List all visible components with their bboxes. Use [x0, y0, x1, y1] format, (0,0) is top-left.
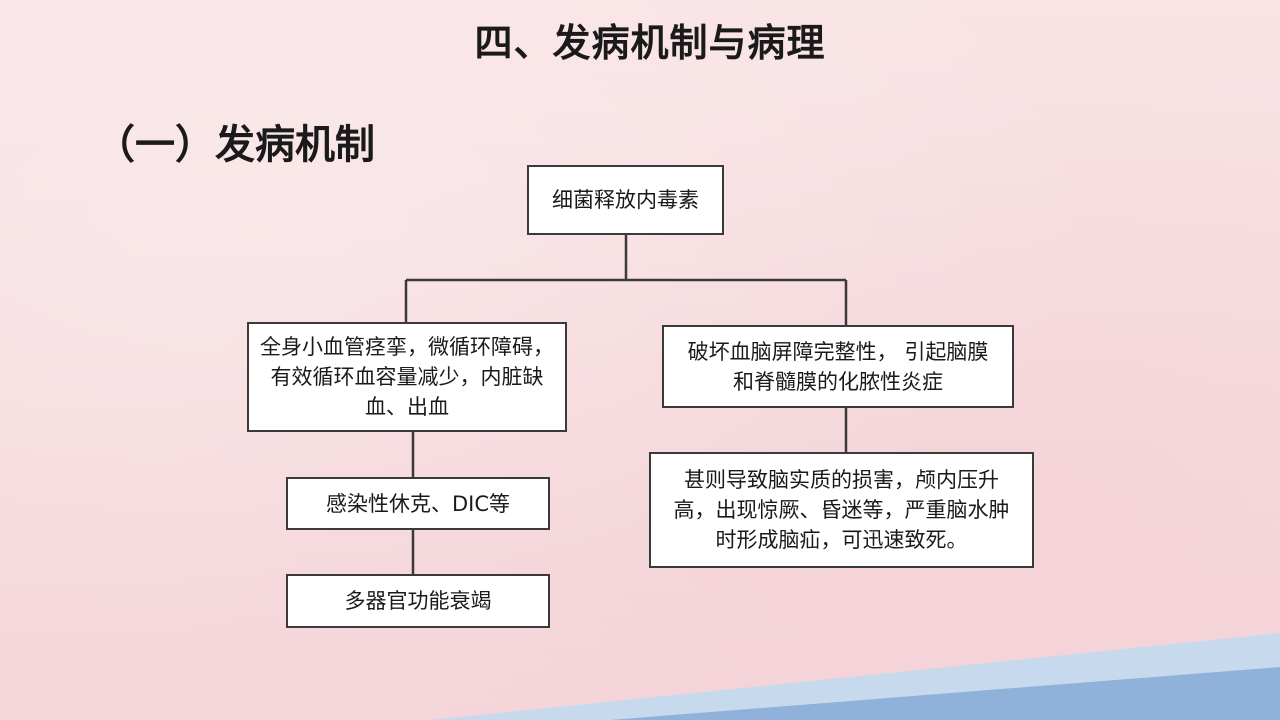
left-level1-label: 全身小血管痉挛，微循环障碍，有效循环血容量减少，内脏缺血、出血 — [260, 335, 554, 419]
root-node: 细菌释放内毒素 — [527, 165, 724, 235]
left-level2-node: 感染性休克、DIC等 — [286, 477, 550, 530]
section-title: （一）发病机制 — [95, 122, 375, 168]
slide-title: 四、发病机制与病理 — [474, 21, 826, 65]
left-level2-label: 感染性休克、DIC等 — [325, 491, 511, 516]
right-level2-label: 甚则导致脑实质的损害，颅内压升高，出现惊厥、昏迷等，严重脑水肿时形成脑疝，可迅速… — [673, 468, 1010, 552]
right-level1-label: 破坏血脑屏障完整性， 引起脑膜和脊髓膜的化脓性炎症 — [687, 339, 989, 394]
left-level3-label: 多器官功能衰竭 — [344, 589, 492, 613]
left-level1-node: 全身小血管痉挛，微循环障碍，有效循环血容量减少，内脏缺血、出血 — [247, 322, 567, 432]
right-level1-node: 破坏血脑屏障完整性， 引起脑膜和脊髓膜的化脓性炎症 — [662, 325, 1014, 408]
left-level3-node: 多器官功能衰竭 — [286, 574, 550, 628]
root-node-label: 细菌释放内毒素 — [552, 188, 699, 212]
right-level2-node: 甚则导致脑实质的损害，颅内压升高，出现惊厥、昏迷等，严重脑水肿时形成脑疝，可迅速… — [649, 452, 1034, 568]
